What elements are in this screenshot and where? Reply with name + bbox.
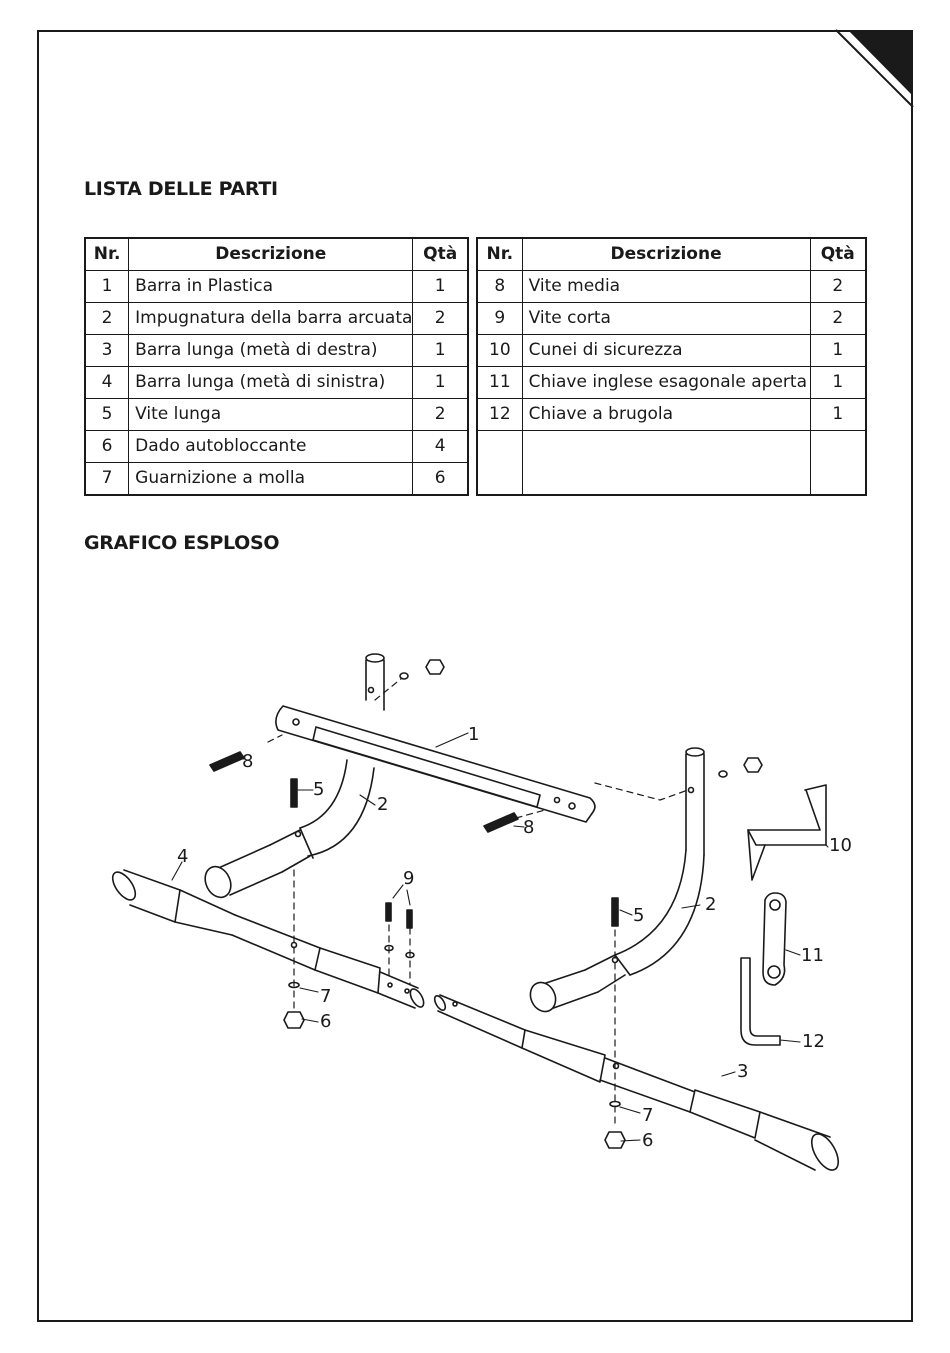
part-description: Barra lunga (metà di sinistra): [128, 366, 414, 399]
callout-7-right: 7: [642, 1105, 653, 1126]
part-number: 10: [476, 334, 523, 367]
table-header-row: Nr. Descrizione Qtà: [476, 237, 867, 271]
callout-5-right: 5: [633, 905, 644, 926]
callout-labels: 1 2 2 3 4 5 5 6 6 7 7 8 8 9 10 11 12: [177, 724, 852, 1151]
long-bar-right-part: [433, 994, 840, 1171]
part-quantity: 1: [412, 366, 469, 399]
part-quantity: 1: [412, 270, 469, 303]
callout-6-right: 6: [642, 1130, 653, 1151]
part-description: Vite lunga: [128, 398, 414, 431]
assembly-guide-lines: [267, 677, 689, 1126]
header-description: Descrizione: [521, 237, 811, 271]
callout-8-right: 8: [523, 817, 534, 838]
part-quantity: 1: [412, 334, 469, 367]
parts-list-title: LISTA DELLE PARTI: [84, 178, 278, 200]
callout-8-left: 8: [242, 751, 253, 772]
allen-key-part: [740, 957, 781, 1046]
part-quantity: 6: [412, 462, 469, 496]
arched-grip-left-part: [204, 653, 385, 899]
nut-and-washer-parts: [283, 659, 763, 1149]
callout-12: 12: [802, 1031, 825, 1052]
callout-5-left: 5: [313, 779, 324, 800]
part-quantity: 1: [809, 366, 867, 399]
part-quantity: 1: [809, 334, 867, 367]
part-number: 1: [84, 270, 130, 303]
part-number: 5: [84, 398, 130, 431]
page-border: [37, 30, 913, 1322]
plastic-bar-part: [275, 705, 596, 823]
callout-2-left: 2: [377, 794, 388, 815]
fastener-parts: [209, 751, 619, 929]
callout-7-left: 7: [320, 986, 331, 1007]
part-description: Vite media: [521, 270, 811, 303]
part-description: Barra lunga (metà di destra): [128, 334, 414, 367]
part-description: Chiave inglese esagonale aperta: [521, 366, 811, 399]
callout-9: 9: [403, 868, 414, 889]
arched-grip-right-part: [529, 747, 705, 1013]
part-quantity: 2: [412, 302, 469, 335]
callout-4: 4: [177, 846, 188, 867]
part-quantity: 1: [809, 398, 867, 431]
header-qty: Qtà: [809, 237, 867, 271]
safety-wedge-part: [747, 784, 827, 881]
part-number: 8: [476, 270, 523, 303]
callout-10: 10: [829, 835, 852, 856]
part-quantity: 2: [809, 270, 867, 303]
callout-1: 1: [468, 724, 479, 745]
part-description: Cunei di sicurezza: [521, 334, 811, 367]
header-nr: Nr.: [84, 237, 130, 271]
part-quantity: 2: [809, 302, 867, 335]
part-number: 12: [476, 398, 523, 431]
part-description: Impugnatura della barra arcuata: [128, 302, 414, 335]
corner-tab-decoration: [835, 29, 914, 108]
header-qty: Qtà: [412, 237, 469, 271]
exploded-view-title: GRAFICO ESPLOSO: [84, 532, 280, 554]
part-number: 6: [84, 430, 130, 463]
callout-6-left: 6: [320, 1011, 331, 1032]
hex-wrench-part: [762, 892, 787, 986]
callout-leader-lines: [171, 732, 829, 1142]
part-quantity: 4: [412, 430, 469, 463]
long-bar-left-part: [111, 869, 425, 1009]
part-description: Guarnizione a molla: [128, 462, 414, 496]
part-description: Dado autobloccante: [128, 430, 414, 463]
table-row-empty: [476, 430, 867, 495]
callout-3: 3: [737, 1061, 748, 1082]
header-nr: Nr.: [476, 237, 523, 271]
callout-2-right: 2: [705, 894, 716, 915]
part-description: Vite corta: [521, 302, 811, 335]
part-number: 9: [476, 302, 523, 335]
callout-11: 11: [801, 945, 824, 966]
